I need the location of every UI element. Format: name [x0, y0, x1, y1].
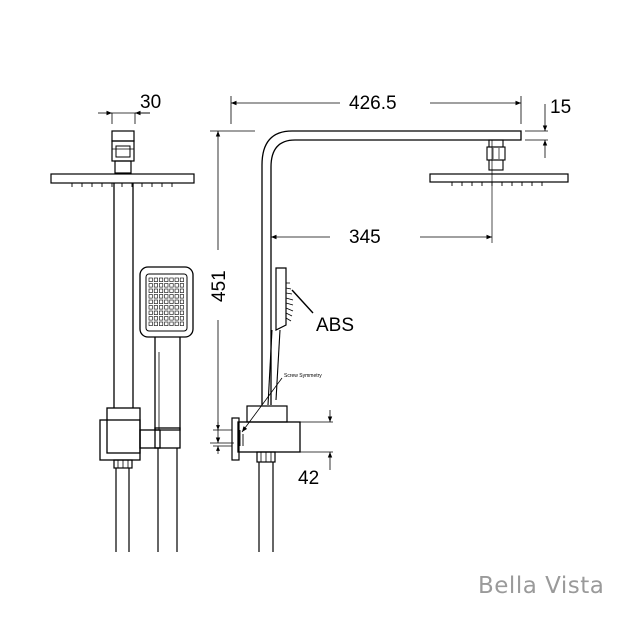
nozzle-cell [174, 288, 179, 293]
nozzle-cell [153, 305, 158, 310]
dim-overall-width [230, 96, 522, 124]
dim-label-head-width: 30 [140, 92, 161, 113]
side-nozzles [451, 182, 543, 186]
nozzle-cell [179, 283, 184, 288]
nozzle-cell [153, 316, 158, 321]
nozzle-cell [169, 288, 174, 293]
nozzle-cell [153, 277, 158, 282]
nozzle-cell [169, 310, 174, 315]
nozzle-cell [164, 316, 169, 321]
nozzle-cell [174, 294, 179, 299]
dim-label-arm-thickness: 15 [550, 97, 571, 118]
nozzle-cell [164, 283, 169, 288]
nozzle-cell [179, 321, 184, 326]
nozzle-cell [164, 277, 169, 282]
nozzle-cell [179, 310, 184, 315]
nozzle-cell [159, 277, 164, 282]
nozzle-cell [159, 299, 164, 304]
nozzle-cell [148, 283, 153, 288]
label-handset-material: ABS [316, 315, 354, 336]
label-screw-note: Screw Symmetry [284, 373, 322, 379]
nozzle-cell [164, 305, 169, 310]
nozzle-cell [179, 277, 184, 282]
nozzle-cell [169, 316, 174, 321]
nozzle-cell [174, 283, 179, 288]
nozzle-cell [179, 299, 184, 304]
nozzle-cell [174, 310, 179, 315]
nozzle-cell [169, 305, 174, 310]
front-nozzles [71, 183, 173, 187]
dim-bracket-height [300, 410, 333, 470]
nozzle-cell [159, 310, 164, 315]
dim-arm-reach [271, 140, 493, 243]
nozzle-cell [174, 321, 179, 326]
nozzle-cell [174, 277, 179, 282]
nozzle-cell [174, 316, 179, 321]
nozzle-cell [169, 321, 174, 326]
dim-arm-thickness [525, 104, 548, 158]
nozzle-cell [153, 321, 158, 326]
nozzle-cell [159, 288, 164, 293]
nozzle-cell [159, 316, 164, 321]
nozzle-cell [153, 283, 158, 288]
nozzle-cell [179, 288, 184, 293]
nozzle-cell [153, 299, 158, 304]
nozzle-cell [148, 310, 153, 315]
nozzle-cell [148, 321, 153, 326]
nozzle-cell [148, 277, 153, 282]
front-view [50, 110, 195, 552]
nozzle-cell [164, 310, 169, 315]
nozzle-cell [153, 294, 158, 299]
nozzle-cell [159, 283, 164, 288]
brand-logo-text: Bella Vista [478, 573, 605, 599]
nozzle-cell [179, 316, 184, 321]
nozzle-cell [174, 305, 179, 310]
nozzle-cell [148, 294, 153, 299]
nozzle-cell [148, 305, 153, 310]
dim-head-width [98, 110, 150, 124]
nozzle-cell [148, 299, 153, 304]
nozzle-cell [169, 277, 174, 282]
nozzle-cell [148, 288, 153, 293]
nozzle-cell [153, 288, 158, 293]
nozzle-cell [169, 283, 174, 288]
handset-nozzle-grid [148, 277, 184, 326]
nozzle-cell [159, 294, 164, 299]
dim-label-bracket-height: 42 [298, 468, 319, 489]
dim-label-overall-height: 451 [209, 270, 230, 302]
dim-label-arm-reach: 345 [349, 227, 381, 248]
nozzle-cell [174, 299, 179, 304]
nozzle-cell [164, 294, 169, 299]
nozzle-cell [164, 299, 169, 304]
nozzle-cell [164, 321, 169, 326]
nozzle-cell [164, 288, 169, 293]
nozzle-cell [153, 310, 158, 315]
nozzle-cell [169, 299, 174, 304]
nozzle-cell [159, 321, 164, 326]
nozzle-cell [159, 305, 164, 310]
side-view [210, 96, 569, 552]
dim-label-overall-width: 426.5 [349, 93, 397, 114]
handset-side-nozzles [285, 282, 294, 322]
nozzle-cell [169, 294, 174, 299]
nozzle-cell [148, 316, 153, 321]
nozzle-cell [179, 294, 184, 299]
nozzle-cell [179, 305, 184, 310]
